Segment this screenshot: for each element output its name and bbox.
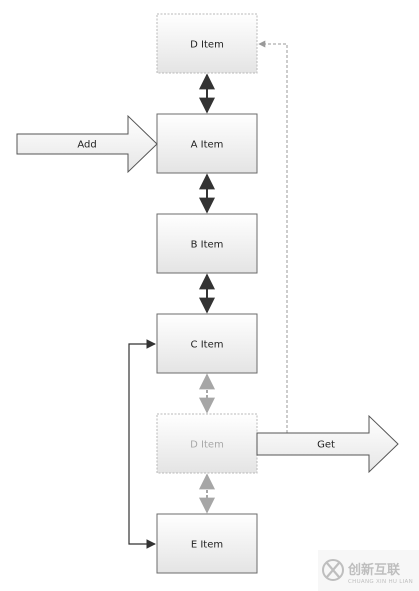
item-box-a: A Item [156,113,258,174]
link-e-to-c-loop [128,339,156,549]
item-label-e: E Item [191,540,223,551]
item-label-b: B Item [191,240,224,251]
item-box-e: E Item [156,513,258,574]
item-label-a: A Item [191,140,224,151]
item-label-d-top: D Item [190,40,224,51]
watermark-main-text: 创新互联 [347,562,400,578]
item-box-b: B Item [156,213,258,274]
watermark: 创新互联 CHUANG XIN HU LIAN [318,550,419,591]
item-box-d-top: D Item [156,13,258,74]
add-arrow-label: Add [77,140,96,151]
item-box-d-faded: D Item [156,413,258,474]
x-logo-icon [322,559,344,581]
get-arrow-label: Get [317,440,335,451]
add-arrow: Add [16,114,158,174]
link-d-return-dashed [257,40,288,434]
watermark-sub-text: CHUANG XIN HU LIAN [348,579,413,585]
item-label-d-faded: D Item [190,440,224,451]
item-label-c: C Item [191,340,224,351]
item-box-c: C Item [156,313,258,374]
get-arrow: Get [256,414,399,474]
